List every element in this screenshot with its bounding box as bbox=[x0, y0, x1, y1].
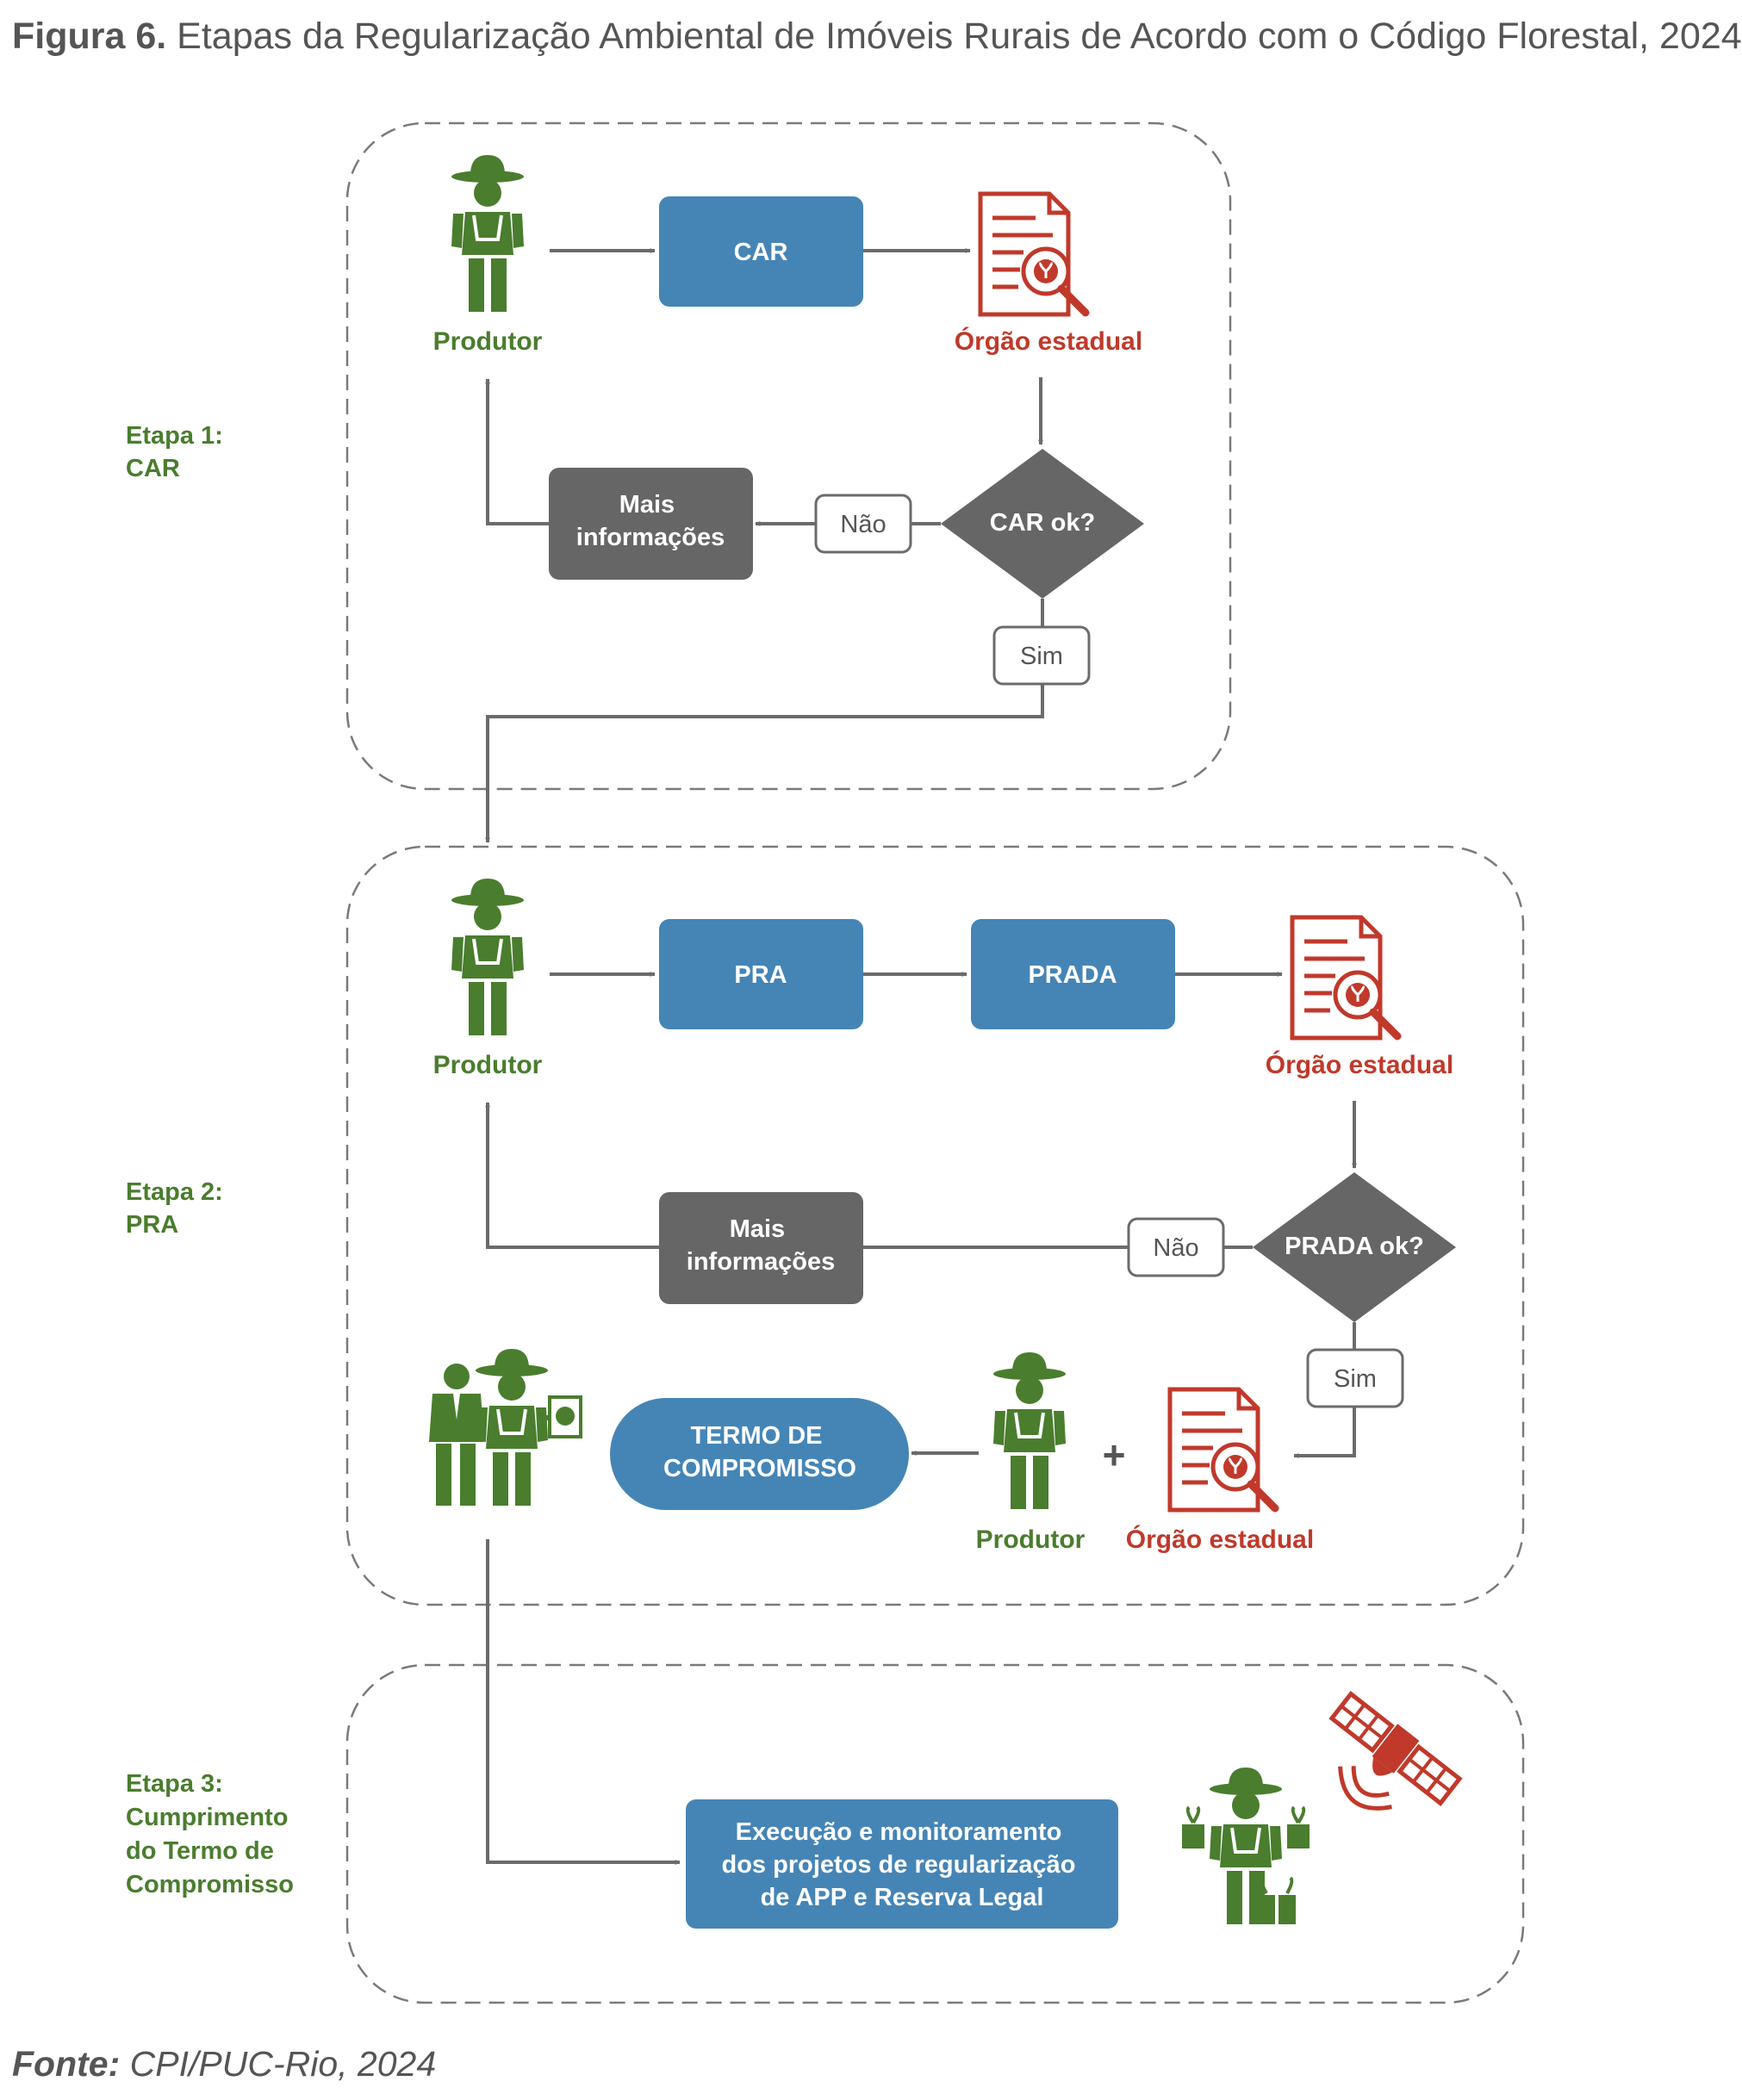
car-yes-label: Sim bbox=[1020, 643, 1063, 670]
stage1-more-info-box bbox=[549, 468, 753, 580]
stage1-producer-label: Produtor bbox=[433, 327, 543, 356]
stage2-agency-label: Órgão estadual bbox=[1266, 1050, 1453, 1079]
stage1-agency-label: Órgão estadual bbox=[955, 326, 1142, 356]
satellite-icon bbox=[1328, 1691, 1463, 1811]
stage2-agency-bottom-label: Órgão estadual bbox=[1126, 1525, 1314, 1554]
arrow-stage2-to-stage3 bbox=[486, 1539, 681, 1865]
prada-decision-label: PRADA ok? bbox=[1285, 1233, 1424, 1260]
document-search-icon bbox=[1292, 917, 1397, 1038]
farmer-with-seedlings-icon bbox=[1182, 1766, 1310, 1926]
figure-title: Figura 6. Etapas da Regularização Ambien… bbox=[12, 16, 1742, 58]
prada-decision-diamond bbox=[1253, 1172, 1456, 1322]
car-no-label-box bbox=[814, 494, 912, 554]
farmer-icon bbox=[450, 153, 526, 314]
term-box-label: TERMO DE COMPROMISSO bbox=[663, 1422, 856, 1482]
stage1-border bbox=[345, 121, 1232, 791]
pra-box bbox=[659, 919, 863, 1029]
source-label: Fonte: bbox=[12, 2044, 121, 2084]
pra-box-label: PRA bbox=[734, 961, 787, 989]
arrow-stage1-to-stage2 bbox=[485, 684, 1044, 843]
car-decision-label: CAR ok? bbox=[990, 509, 1095, 537]
stage2-producer-label: Produtor bbox=[433, 1051, 543, 1079]
stage2-border bbox=[345, 845, 1525, 1606]
farmer-icon bbox=[450, 877, 526, 1037]
stage1-label: Etapa 1: CAR bbox=[126, 422, 230, 482]
car-no-label: Não bbox=[840, 511, 886, 538]
stage2-more-info-box bbox=[659, 1192, 863, 1304]
car-box bbox=[659, 196, 863, 307]
prada-box-label: PRADA bbox=[1028, 961, 1117, 989]
figure-number: Figura 6. bbox=[12, 16, 167, 57]
stage3-border bbox=[345, 1663, 1525, 2004]
stage2-label: Etapa 2: PRA bbox=[126, 1178, 230, 1239]
car-box-label: CAR bbox=[734, 239, 788, 266]
figure-source: Fonte: CPI/PUC-Rio, 2024 bbox=[12, 2044, 436, 2084]
car-decision-diamond bbox=[941, 449, 1144, 599]
prada-box bbox=[971, 919, 1175, 1029]
term-box bbox=[610, 1398, 909, 1510]
stage3-label: Etapa 3: Cumprimento do Termo de Comprom… bbox=[126, 1770, 296, 1898]
source-text: CPI/PUC-Rio, 2024 bbox=[129, 2044, 437, 2084]
execution-box bbox=[686, 1799, 1118, 1929]
prada-yes-label: Sim bbox=[1334, 1365, 1377, 1393]
prada-no-label: Não bbox=[1153, 1234, 1198, 1262]
farmer-icon bbox=[992, 1351, 1067, 1511]
stage2-more-info-label: Mais informações bbox=[687, 1215, 835, 1276]
stage2-producer-bottom-label: Produtor bbox=[976, 1525, 1086, 1554]
document-search-icon bbox=[1170, 1389, 1275, 1510]
execution-box-label: Execução e monitoramento dos projetos de… bbox=[721, 1818, 1082, 1911]
prada-no-label-box bbox=[1127, 1217, 1225, 1277]
stage1-more-info-label: Mais informações bbox=[576, 491, 725, 551]
document-search-icon bbox=[980, 194, 1086, 314]
figure-title-text: Etapas da Regularização Ambiental de Imó… bbox=[177, 16, 1742, 57]
farmer-and-official-icon bbox=[429, 1347, 582, 1507]
arrow-yes-to-agency-bottom bbox=[1293, 1407, 1356, 1458]
arrow-more-info-to-producer bbox=[485, 378, 549, 525]
arrow-stage2-more-info-to-producer bbox=[485, 1102, 659, 1249]
plus-sign: + bbox=[1103, 1432, 1126, 1477]
